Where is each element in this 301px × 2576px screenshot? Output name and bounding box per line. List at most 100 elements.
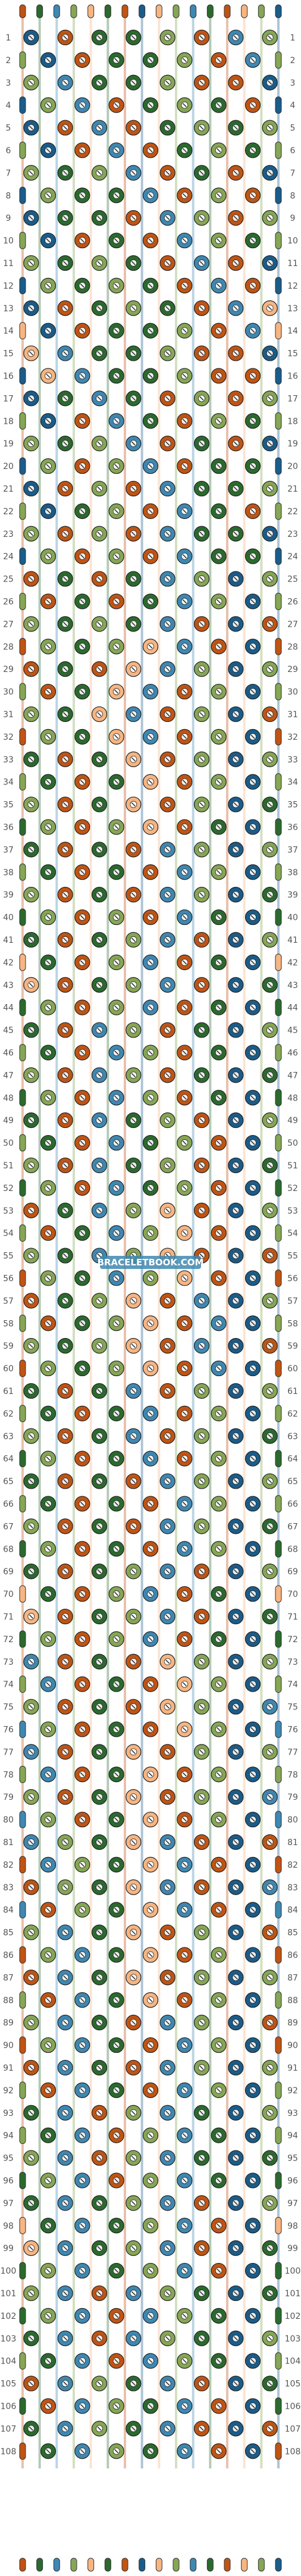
edge-carry	[275, 2217, 282, 2234]
row-number: 84	[3, 1906, 14, 1915]
row-number: 66	[287, 1499, 298, 1509]
knot	[57, 390, 73, 407]
row-number: 93	[287, 2109, 298, 2118]
strand-end	[104, 4, 111, 18]
row-number: 11	[3, 259, 14, 268]
knot	[228, 300, 244, 316]
row-number: 38	[287, 868, 298, 877]
knot	[193, 842, 210, 858]
knot	[159, 1157, 175, 1174]
knot	[262, 1202, 278, 1218]
row-number: 28	[287, 642, 298, 652]
knot	[228, 1248, 244, 1264]
knot	[142, 368, 159, 384]
knot	[228, 2375, 244, 2391]
knot	[177, 2037, 193, 2053]
row-number: 8	[6, 191, 11, 201]
knot	[23, 1834, 39, 1850]
knot	[211, 1180, 227, 1196]
knot	[57, 1608, 73, 1625]
row-number: 31	[3, 710, 14, 720]
row-number: 46	[3, 1048, 14, 1058]
knot	[262, 29, 278, 46]
row-number: 9	[6, 214, 11, 223]
knot	[126, 1428, 142, 1444]
knot	[177, 909, 193, 926]
knot	[74, 1902, 90, 1918]
knot	[108, 2398, 124, 2414]
knot	[228, 2330, 244, 2346]
knot	[262, 751, 278, 767]
knot	[108, 954, 124, 970]
knot	[228, 1744, 244, 1760]
knot	[57, 255, 73, 271]
knot	[91, 616, 108, 632]
knot	[40, 1586, 57, 1602]
row-number: 108	[1, 2447, 17, 2456]
knot	[142, 232, 159, 249]
knot	[211, 1405, 227, 1421]
strand-end	[121, 4, 128, 18]
knot	[40, 503, 57, 519]
knot	[23, 2375, 39, 2391]
row-number: 73	[3, 1658, 14, 1667]
row-number: 20	[3, 462, 14, 471]
edge-carry	[275, 2171, 282, 2189]
edge-carry	[19, 592, 26, 610]
row-number: 67	[287, 1522, 298, 1531]
knot	[40, 999, 57, 1015]
knot	[211, 729, 227, 745]
row-number: 76	[287, 1725, 298, 1734]
knot	[23, 1428, 39, 1444]
knot	[23, 120, 39, 136]
knot	[57, 1067, 73, 1083]
watermark-text: BRACELETBOOK.COM	[98, 1257, 204, 1268]
edge-carry	[19, 637, 26, 655]
row-number: 37	[287, 845, 298, 855]
knot	[74, 639, 90, 655]
knot	[211, 548, 227, 564]
knot	[244, 1270, 261, 1286]
row-number: 30	[3, 687, 14, 697]
knot	[142, 1676, 159, 1692]
knot	[40, 1496, 57, 1512]
knot	[23, 2105, 39, 2121]
knot	[177, 52, 193, 68]
row-number: 90	[287, 2041, 298, 2050]
knot	[193, 1473, 210, 1489]
knot	[262, 2285, 278, 2302]
edge-carry	[19, 1991, 26, 2009]
row-number: 13	[3, 304, 14, 314]
knot	[142, 639, 159, 655]
knot	[74, 368, 90, 384]
knot	[228, 1338, 244, 1354]
knot	[193, 2150, 210, 2166]
knot	[244, 52, 261, 68]
knot	[108, 1586, 124, 1602]
knot	[177, 1496, 193, 1512]
knot	[40, 1270, 57, 1286]
knot	[91, 1518, 108, 1534]
knot	[228, 1022, 244, 1038]
knot	[23, 2421, 39, 2437]
knot	[228, 210, 244, 226]
knot	[108, 1134, 124, 1151]
knot	[142, 1541, 159, 1557]
knot	[23, 2195, 39, 2211]
knot	[177, 413, 193, 429]
knot	[40, 729, 57, 745]
knot	[74, 819, 90, 835]
row-number: 21	[3, 484, 14, 494]
edge-carry	[19, 2262, 26, 2280]
knot	[40, 1134, 57, 1151]
knot	[177, 1405, 193, 1421]
knot	[142, 97, 159, 113]
knot	[159, 1789, 175, 1805]
knot	[142, 2037, 159, 2053]
row-number: 80	[3, 1815, 14, 1825]
knot	[142, 142, 159, 158]
row-number: 8	[290, 191, 296, 201]
knot	[74, 1045, 90, 1061]
knot	[193, 1969, 210, 1986]
knot	[193, 1564, 210, 1580]
